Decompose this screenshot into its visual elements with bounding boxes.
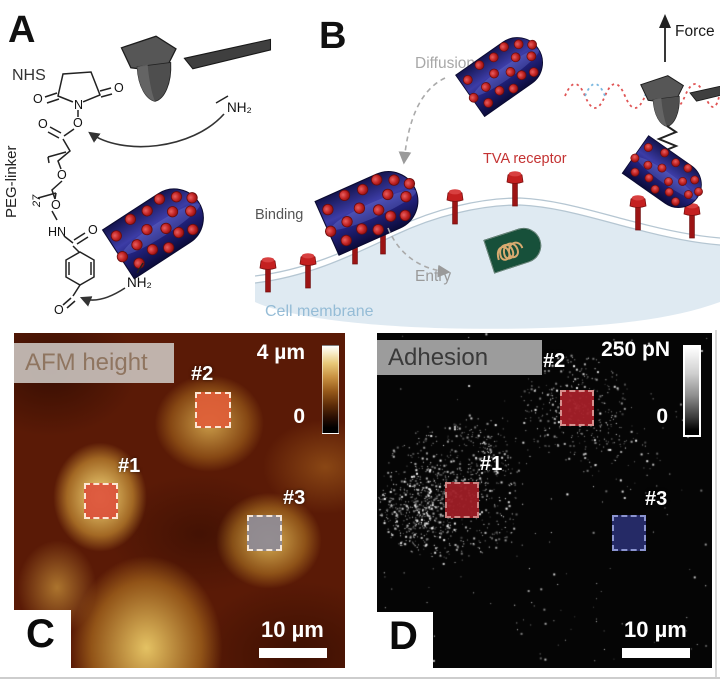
hn-label: HN [48, 225, 66, 239]
figure-bottom-border [0, 677, 720, 679]
tva-receptor-label: TVA receptor [483, 151, 567, 167]
diffusion-arrow [404, 78, 445, 162]
region-label-2: #2 [543, 350, 565, 373]
panel-b-drawing: Cell membrane B Diffusion Binding Entry … [255, 0, 720, 333]
panel-b-letter: B [319, 15, 346, 57]
cell-membrane-label: Cell membrane [265, 303, 374, 320]
nhs-label: NHS [12, 67, 46, 84]
entry-label: Entry [415, 268, 451, 285]
adhesion-colorbar [683, 345, 701, 437]
region-label-1: #1 [480, 453, 502, 476]
atom-o-peg2: O [51, 198, 61, 212]
force-label: Force [675, 23, 715, 40]
region-box-3 [612, 515, 646, 551]
panel-d-scalebar [622, 648, 690, 658]
force-arrowhead [659, 14, 671, 28]
height-colorbar-min: 0 [293, 405, 305, 429]
panel-a-letter: A [8, 9, 35, 51]
adhesion-title-box: Adhesion [377, 340, 542, 375]
panel-c-letter: C [14, 610, 55, 656]
region-label-3: #3 [645, 488, 667, 511]
afm-height-title: AFM height [25, 349, 148, 377]
atom-o-carbonyl: O [38, 117, 48, 131]
panel-c-letter-box: C [14, 610, 71, 668]
figure-right-border [715, 330, 717, 677]
panel-d-scalebar-label: 10 µm [624, 617, 687, 643]
tip-nh2-label: NH₂ [227, 100, 252, 115]
afm-height-title-box: AFM height [14, 343, 174, 383]
panel-c-scalebar [259, 648, 327, 658]
height-colorbar [322, 345, 339, 434]
region-box-1 [445, 482, 479, 518]
virus-nh2-label: NH₂ [127, 275, 152, 290]
height-colorbar-max: 4 µm [257, 341, 305, 365]
adhesion-colorbar-max: 250 pN [601, 338, 670, 362]
atom-o-left: O [33, 92, 43, 106]
atom-o-amide: O [88, 223, 98, 237]
virus-diffusing [453, 27, 553, 118]
panel-d-letter-box: D [377, 612, 433, 668]
atom-o-right: O [114, 81, 124, 95]
panel-c-scalebar-label: 10 µm [261, 617, 324, 643]
region-label-1: #1 [118, 455, 140, 478]
virus-particle [100, 177, 216, 281]
panel-d-letter: D [377, 612, 418, 658]
region-box-2 [195, 392, 231, 428]
atom-o-cho: O [54, 303, 64, 317]
peg-linker-label: PEG-linker [3, 145, 20, 218]
afm-cantilever-icon [121, 36, 270, 101]
region-box-1 [84, 483, 118, 519]
region-label-2: #2 [191, 363, 213, 386]
region-box-2 [560, 390, 594, 426]
atom-n: N [74, 98, 83, 112]
region-label-3: #3 [283, 487, 305, 510]
adhesion-title: Adhesion [388, 344, 488, 372]
atom-o-peg1: O [57, 168, 67, 182]
adhesion-colorbar-min: 0 [656, 405, 668, 429]
panel-d-adhesion: Adhesion 250 pN 0 #1 #2 #3 10 µm D [377, 333, 712, 668]
reaction-arrow-bottom [82, 288, 125, 300]
atom-o-ester: O [73, 116, 83, 130]
panel-b: Cell membrane B Diffusion Binding Entry … [255, 0, 720, 333]
region-box-3 [247, 515, 282, 551]
reaction-arrow-top [90, 114, 224, 147]
repeat-27: 27 [31, 194, 43, 208]
binding-label: Binding [255, 207, 303, 223]
panel-c-afm-height: AFM height 4 µm 0 #1 #2 #3 10 µm C [14, 333, 345, 668]
